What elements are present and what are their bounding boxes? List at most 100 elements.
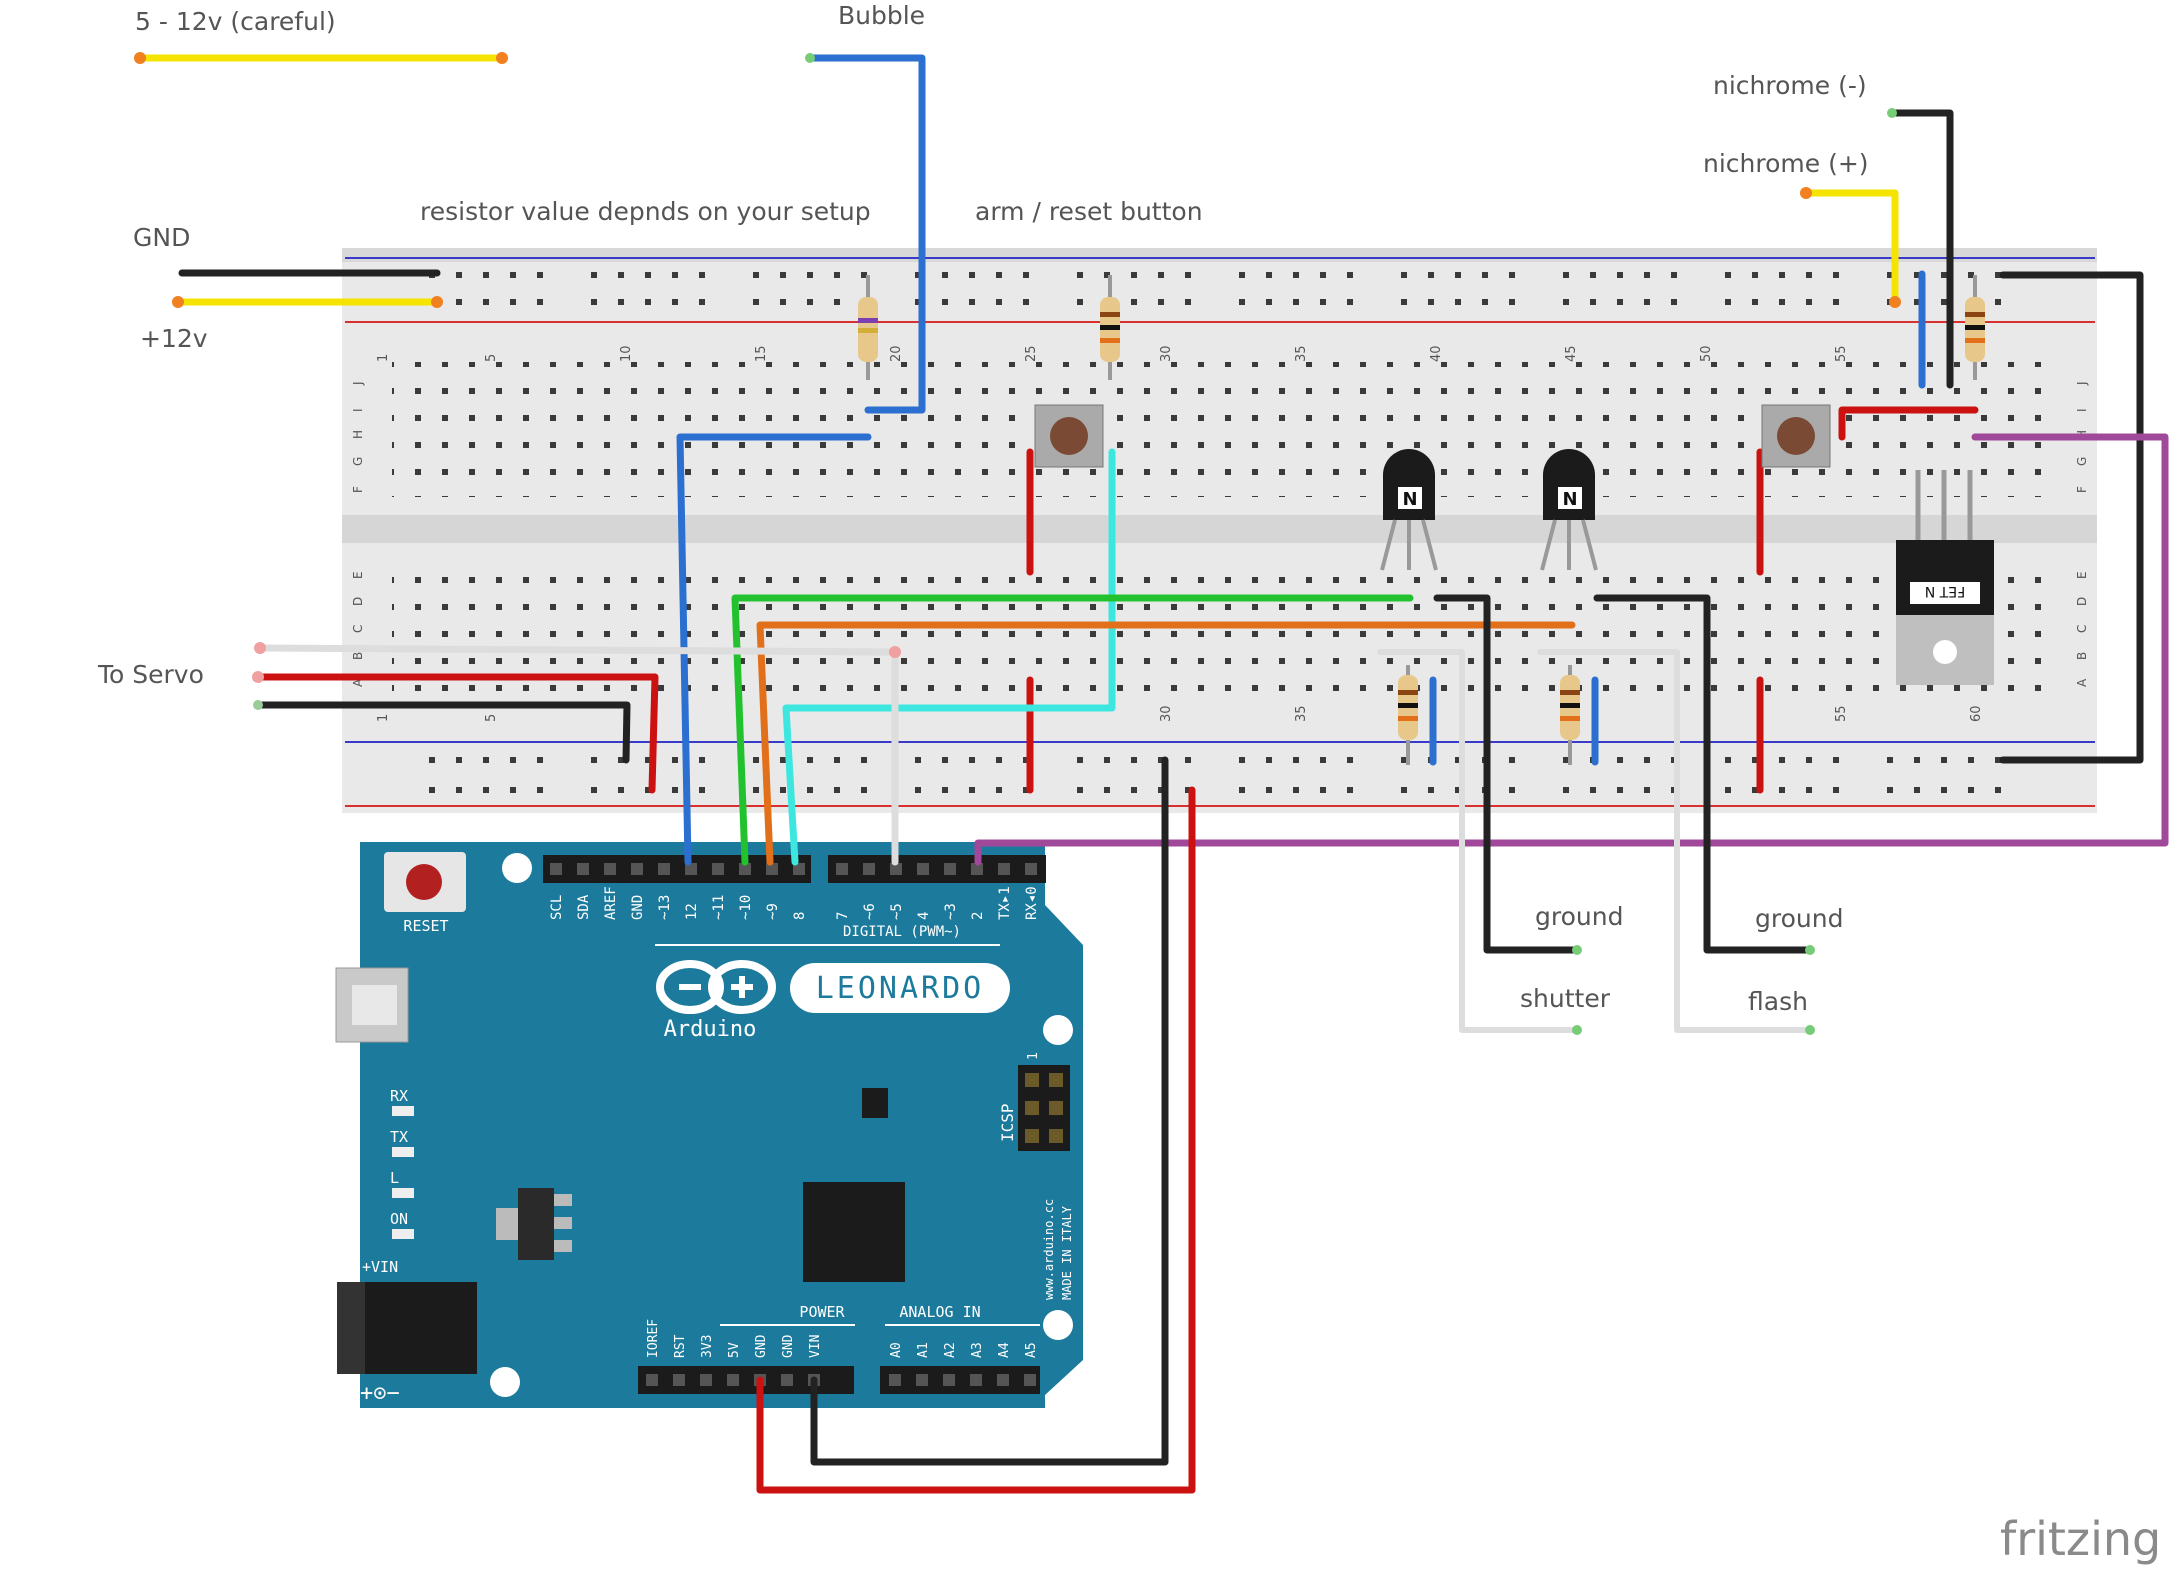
power-pin[interactable]	[889, 1374, 901, 1386]
digital-pin[interactable]	[739, 863, 751, 875]
digital-pin[interactable]	[577, 863, 589, 875]
rail-hole	[591, 299, 597, 305]
mount-hole	[1043, 1015, 1073, 1045]
digital-pin[interactable]	[998, 863, 1010, 875]
power-pin[interactable]	[1024, 1374, 1036, 1386]
digital-pin-holes	[550, 863, 1037, 875]
nichrome-pos-label: nichrome (+)	[1703, 149, 1869, 178]
rail-hole	[1887, 757, 1893, 763]
digital-pin-label: AREF	[603, 886, 619, 920]
digital-pin[interactable]	[604, 863, 616, 875]
rail-hole	[1239, 272, 1245, 278]
digital-pin-label: 12	[684, 903, 700, 920]
rail-hole	[510, 757, 516, 763]
rail-hole	[1482, 272, 1488, 278]
second-pushbutton[interactable]	[1761, 404, 1831, 468]
col-number: 35	[1294, 705, 1309, 722]
power-pin[interactable]	[646, 1374, 658, 1386]
rail-hole	[942, 757, 948, 763]
col-number: 25	[1024, 345, 1039, 362]
rail-hole	[456, 757, 462, 763]
column-numbers: 1 5 10 15 20 25 30 35 40 45 50 55 60 1 5…	[376, 345, 1984, 722]
digital-pin[interactable]	[658, 863, 670, 875]
npn-transistor-flash: N	[1540, 449, 1598, 571]
rail-hole	[1887, 787, 1893, 793]
power-pin-label: A3	[970, 1342, 985, 1358]
rail-hole	[1779, 299, 1785, 305]
power-pin[interactable]	[673, 1374, 685, 1386]
digital-pin[interactable]	[631, 863, 643, 875]
col-number: 5	[484, 354, 499, 362]
wires	[136, 54, 2169, 1494]
status-leds: RX TX L ON	[390, 1087, 414, 1239]
rail-hole	[1347, 787, 1353, 793]
row-letter: E	[2075, 571, 2089, 579]
row-letter: H	[351, 430, 365, 439]
breadboard-channel	[342, 515, 2097, 543]
power-pin[interactable]	[916, 1374, 928, 1386]
rail-hole	[1725, 272, 1731, 278]
rail-hole	[699, 787, 705, 793]
digital-pin-label: TX▸1	[997, 886, 1013, 920]
power-pin[interactable]	[700, 1374, 712, 1386]
rail-hole	[483, 299, 489, 305]
rail-hole	[753, 787, 759, 793]
digital-pin[interactable]	[712, 863, 724, 875]
rail-hole	[591, 787, 597, 793]
digital-pin[interactable]	[890, 863, 902, 875]
rail-hole	[1833, 757, 1839, 763]
digital-pin[interactable]	[685, 863, 697, 875]
rail-hole	[1617, 272, 1623, 278]
rail-hole	[753, 757, 759, 763]
power-pin[interactable]	[943, 1374, 955, 1386]
row-letter: G	[351, 457, 365, 466]
icsp-pin1-label: 1	[1026, 1052, 1041, 1060]
rail-hole	[1158, 787, 1164, 793]
ground-label-flash: ground	[1755, 904, 1843, 933]
reset-button-cap[interactable]	[406, 864, 442, 900]
rail-hole	[456, 299, 462, 305]
arm-reset-pushbutton[interactable]	[1034, 404, 1104, 468]
rail-hole	[1914, 272, 1920, 278]
digital-pin[interactable]	[917, 863, 929, 875]
wire-arduino-gnd	[810, 756, 1169, 1466]
digital-pin[interactable]	[836, 863, 848, 875]
rail-hole	[1644, 787, 1650, 793]
wire-purple-pin2	[974, 433, 2169, 866]
led-l	[392, 1188, 414, 1198]
power-pin[interactable]	[727, 1374, 739, 1386]
model-badge	[790, 963, 1010, 1013]
digital-pin[interactable]	[863, 863, 875, 875]
rail-hole	[699, 272, 705, 278]
power-pin[interactable]	[781, 1374, 793, 1386]
wire-rail-ground-jumper	[1999, 271, 2144, 764]
row-letter: D	[2075, 597, 2089, 606]
digital-pin[interactable]	[971, 863, 983, 875]
rail-hole	[807, 272, 813, 278]
digital-pin[interactable]	[944, 863, 956, 875]
rail-hole	[1131, 272, 1137, 278]
rail-hole	[1941, 757, 1947, 763]
rail-hole	[1104, 757, 1110, 763]
power-pin[interactable]	[970, 1374, 982, 1386]
power-header	[638, 1366, 854, 1394]
digital-pin-label: 2	[970, 912, 986, 920]
rail-hole	[645, 787, 651, 793]
digital-pin[interactable]	[793, 863, 805, 875]
digital-pin[interactable]	[550, 863, 562, 875]
col-number: 10	[619, 345, 634, 362]
digital-pin-label: 8	[792, 912, 808, 920]
rail-hole	[1833, 299, 1839, 305]
col-number: 50	[1699, 345, 1714, 362]
rail-hole	[1590, 299, 1596, 305]
rail-hole	[483, 272, 489, 278]
rail-hole	[618, 272, 624, 278]
rail-hole	[1104, 787, 1110, 793]
rail-hole	[1995, 757, 2001, 763]
digital-pin[interactable]	[766, 863, 778, 875]
digital-pin[interactable]	[1025, 863, 1037, 875]
rail-hole	[861, 272, 867, 278]
rail-hole	[672, 272, 678, 278]
power-pin[interactable]	[997, 1374, 1009, 1386]
rail-hole	[699, 757, 705, 763]
